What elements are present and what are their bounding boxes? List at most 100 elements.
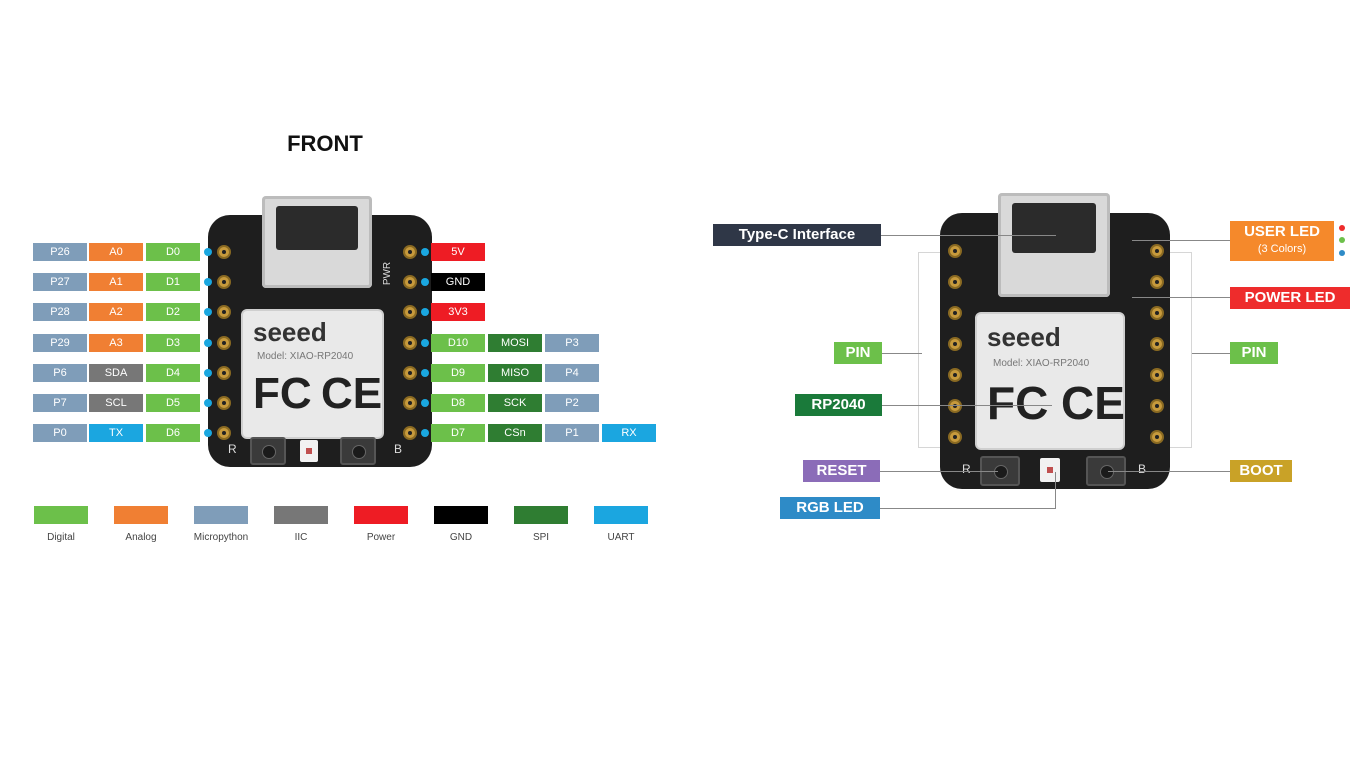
- callout-type-c-interface: Type-C Interface: [713, 224, 881, 246]
- pin-label-digital: D5: [146, 394, 200, 412]
- pin-label-digital: D8: [431, 394, 485, 412]
- legend-swatch: [274, 506, 328, 524]
- pwr-silk-label: PWR: [382, 261, 394, 286]
- legend-label: UART: [607, 532, 635, 543]
- pin-label-digital: D6: [146, 424, 200, 442]
- pin-label-digital: D2: [146, 303, 200, 321]
- model-text: Model: XIAO-RP2040: [257, 351, 354, 362]
- legend-label: Micropython: [193, 532, 249, 543]
- pin-label-digital: D3: [146, 334, 200, 352]
- pin-label-gnd: GND: [431, 273, 485, 291]
- leader-type-c: [880, 235, 1056, 236]
- callout-power-led: POWER LED: [1230, 287, 1350, 309]
- pin-marker-left: [204, 248, 212, 256]
- pin-label-analog: A3: [89, 334, 143, 352]
- boot-silk-label: B: [394, 442, 403, 456]
- pin-marker-left: [204, 278, 212, 286]
- pin-label-micropython: P1: [545, 424, 599, 442]
- fc-mark-2: FC: [987, 377, 1049, 429]
- pad-left: [217, 305, 231, 319]
- pad-right-2: [1150, 244, 1164, 258]
- user-led-color-dot-green: [1339, 237, 1345, 243]
- legend-label: Analog: [125, 532, 157, 543]
- seeed-logo-2: seeed: [987, 322, 1061, 352]
- legend-swatch: [514, 506, 568, 524]
- legend-label: GND: [449, 532, 473, 543]
- pin-marker-left: [204, 399, 212, 407]
- pin-label-spi: MOSI: [488, 334, 542, 352]
- reset-silk-label: R: [228, 442, 237, 456]
- pad-right: [403, 305, 417, 319]
- pin-label-micropython: P4: [545, 364, 599, 382]
- reset-button[interactable]: [250, 437, 286, 465]
- pad-right-2: [1150, 430, 1164, 444]
- leader-boot: [1108, 471, 1230, 472]
- leader-reset: [880, 471, 998, 472]
- legend-label: IIC: [294, 532, 308, 543]
- pin-label-power: 5V: [431, 243, 485, 261]
- callout-user-led: USER LED (3 Colors): [1230, 221, 1334, 261]
- pin-label-micropython: P27: [33, 273, 87, 291]
- pad-right: [403, 426, 417, 440]
- pad-left-2: [948, 399, 962, 413]
- pin-label-iic: SCL: [89, 394, 143, 412]
- legend-swatch: [354, 506, 408, 524]
- pad-left-2: [948, 244, 962, 258]
- pad-left: [217, 245, 231, 259]
- leader-power-led: [1132, 297, 1232, 298]
- ce-mark: CE: [321, 369, 383, 418]
- pin-label-analog: A2: [89, 303, 143, 321]
- pin-marker-right: [421, 248, 429, 256]
- model-text-2: Model: XIAO-RP2040: [993, 358, 1090, 369]
- pin-label-analog: A1: [89, 273, 143, 291]
- fc-mark: FC: [253, 369, 312, 418]
- callout-rgb-led: RGB LED: [780, 497, 880, 519]
- pin-label-micropython: P7: [33, 394, 87, 412]
- pad-right-2: [1150, 368, 1164, 382]
- user-led-sublabel: (3 Colors): [1257, 243, 1307, 255]
- pin-marker-right: [421, 429, 429, 437]
- pad-right: [403, 336, 417, 350]
- pad-left-2: [948, 337, 962, 351]
- pad-left-2: [948, 368, 962, 382]
- pad-right-2: [1150, 306, 1164, 320]
- pin-label-micropython: P3: [545, 334, 599, 352]
- callout-reset: RESET: [803, 460, 880, 482]
- pin-marker-right: [421, 369, 429, 377]
- pad-right: [403, 245, 417, 259]
- pin-marker-left: [204, 369, 212, 377]
- boot-button[interactable]: [340, 437, 376, 465]
- leader-rgb-led-h: [880, 508, 1056, 509]
- callout-boot: BOOT: [1230, 460, 1292, 482]
- pad-right: [403, 366, 417, 380]
- leader-pin-left: [882, 353, 922, 354]
- callout-rp2040: RP2040: [795, 394, 882, 416]
- pin-label-micropython: P26: [33, 243, 87, 261]
- leader-user-led: [1132, 240, 1232, 241]
- rp2040-module-shield: seeed Model: XIAO-RP2040 FC CE: [241, 309, 384, 439]
- pad-right: [403, 396, 417, 410]
- leader-pin-right: [1192, 353, 1230, 354]
- pin-label-micropython: P2: [545, 394, 599, 412]
- pin-marker-left: [204, 429, 212, 437]
- pad-right-2: [1150, 337, 1164, 351]
- pin-label-digital: D7: [431, 424, 485, 442]
- pad-left-2: [948, 306, 962, 320]
- callout-pin-right: PIN: [1230, 342, 1278, 364]
- pin-marker-right: [421, 308, 429, 316]
- pad-right-2: [1150, 275, 1164, 289]
- pad-right-2: [1150, 399, 1164, 413]
- pin-label-digital: D10: [431, 334, 485, 352]
- pin-label-micropython: P0: [33, 424, 87, 442]
- leader-rp2040: [882, 405, 1052, 406]
- seeed-logo: seeed: [253, 317, 327, 347]
- pad-left: [217, 275, 231, 289]
- usb-c-connector-2: [998, 193, 1110, 297]
- pin-label-power: 3V3: [431, 303, 485, 321]
- legend-swatch: [434, 506, 488, 524]
- pad-left: [217, 336, 231, 350]
- legend-swatch: [594, 506, 648, 524]
- legend-label: Digital: [47, 532, 75, 543]
- legend-swatch: [114, 506, 168, 524]
- pin-label-uart: TX: [89, 424, 143, 442]
